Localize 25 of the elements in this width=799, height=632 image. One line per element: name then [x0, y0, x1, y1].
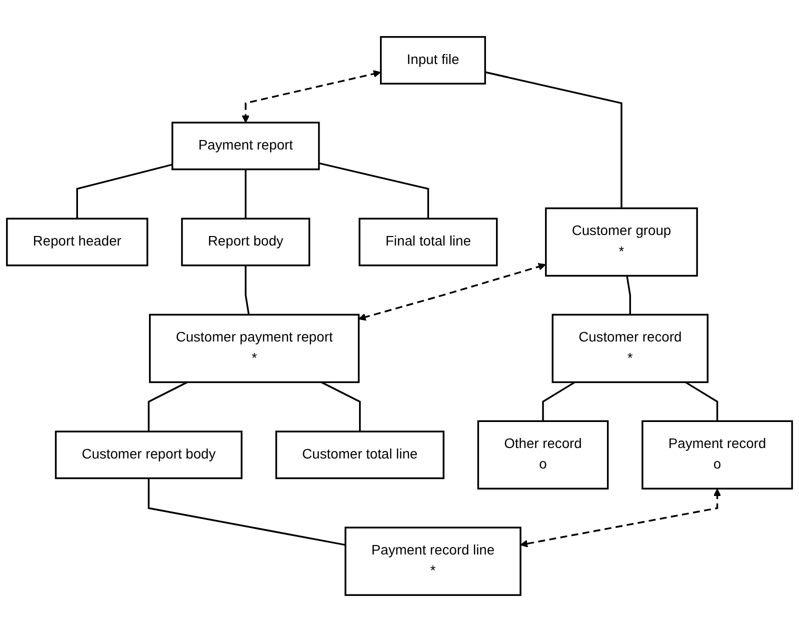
connector: [684, 381, 718, 422]
connector: [542, 381, 576, 422]
node-box: Customer record *: [552, 314, 708, 384]
node-box: Report header: [6, 218, 148, 266]
connector: [148, 478, 346, 546]
connector: [484, 71, 622, 208]
connector: [244, 265, 250, 315]
arrow: [242, 70, 381, 123]
node-box: Final total line: [358, 218, 498, 266]
node-box: Other record o: [477, 420, 609, 490]
node-box: Payment record line *: [344, 526, 522, 596]
node-box: Customer report body: [54, 430, 242, 480]
connector: [244, 169, 247, 219]
connector: [626, 276, 631, 315]
node-box: Customer total line: [275, 430, 444, 480]
connector: [318, 162, 430, 219]
node-box: Customer payment report *: [148, 314, 360, 384]
node-box: Payment record o: [642, 420, 793, 490]
node-box: Report body: [181, 218, 310, 266]
connector: [76, 164, 173, 219]
arrow: [358, 262, 546, 321]
arrow: [520, 488, 722, 548]
node-box: Input file: [380, 36, 486, 85]
node-box: Customer group *: [545, 207, 698, 277]
node-box: Payment report: [172, 122, 320, 170]
